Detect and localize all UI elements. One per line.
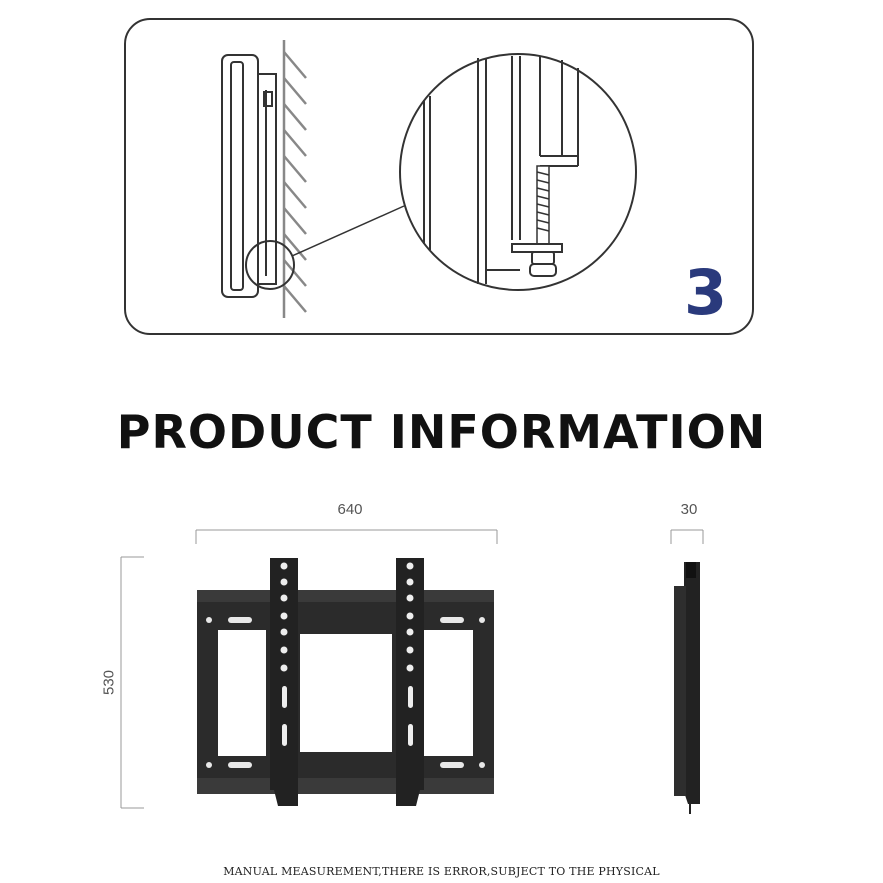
measurement-disclaimer: MANUAL MEASUREMENT,THERE IS ERROR,SUBJEC… (223, 865, 660, 878)
left-tv-bracket-arm (270, 558, 298, 806)
detail-leader-line (291, 205, 405, 257)
magnified-detail (399, 53, 637, 291)
detail-marker-circle (245, 240, 295, 290)
dimension-lines (120, 529, 704, 809)
bolt (511, 165, 563, 277)
bracket-side-view (674, 562, 700, 814)
wall-plate-frame (197, 590, 494, 794)
step-number: 3 (684, 256, 728, 329)
installation-illustration (221, 40, 637, 318)
tv-side-profile (221, 54, 277, 298)
depth-dimension-label: 30 (680, 501, 698, 518)
width-dimension-label: 640 (337, 501, 363, 518)
wall-hatching (282, 40, 307, 318)
product-drawing (120, 529, 704, 814)
installation-step-panel (124, 18, 754, 335)
right-tv-bracket-arm (396, 558, 424, 806)
section-title: PRODUCT INFORMATION (116, 405, 767, 459)
